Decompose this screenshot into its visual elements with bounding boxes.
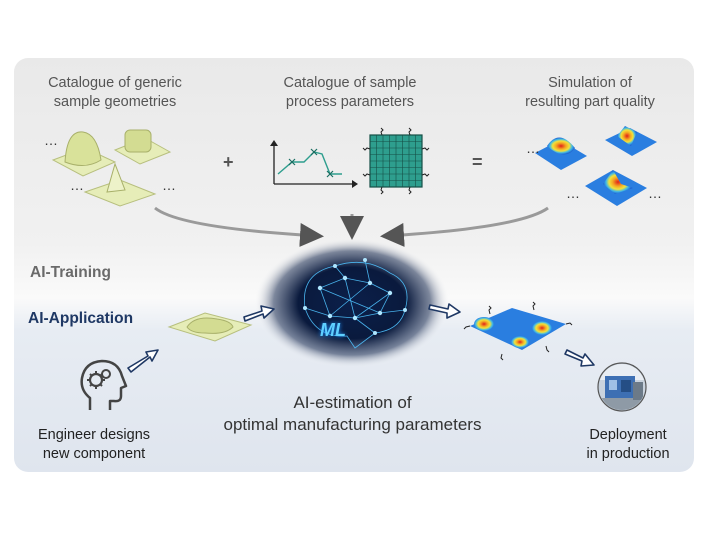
simulation-results-illustration — [535, 126, 657, 206]
simulation-ellipsis-1: … — [526, 140, 541, 156]
equals-operator: = — [472, 152, 483, 172]
simulation-ellipsis-3: … — [648, 185, 663, 201]
estimation-line1: AI-estimation of — [293, 393, 412, 412]
geometries-ellipsis-1: … — [44, 132, 59, 148]
estimation-caption: AI-estimation of optimal manufacturing p… — [200, 392, 505, 436]
geometries-ellipsis-2: … — [70, 177, 85, 193]
simulated-component-illustration — [463, 301, 573, 361]
process-curve-plot — [270, 140, 358, 188]
deployment-line2: in production — [586, 446, 670, 462]
geometries-line1: Catalogue of generic — [48, 75, 182, 91]
geometries-line2: sample geometries — [53, 94, 177, 110]
deployment-caption: Deployment in production — [568, 426, 688, 464]
simulation-ellipsis-2: … — [566, 185, 581, 201]
geometries-caption: Catalogue of generic sample geometries — [40, 74, 190, 112]
engineer-head-icon — [80, 359, 128, 410]
ml-label: ML — [320, 320, 346, 340]
simulation-line1: Simulation of — [548, 75, 632, 91]
estimation-line2: optimal manufacturing parameters — [223, 415, 482, 434]
process-caption: Catalogue of sample process parameters — [275, 74, 425, 112]
geometries-ellipsis-3: … — [162, 177, 177, 193]
production-photo — [597, 362, 647, 412]
ai-application-label: AI-Application — [28, 310, 134, 327]
process-line1: Catalogue of sample — [283, 75, 417, 91]
engineer-line1: Engineer designs — [37, 427, 151, 443]
fe-mesh-square — [362, 127, 430, 195]
deployment-line1: Deployment — [589, 427, 667, 443]
process-line2: process parameters — [285, 94, 415, 110]
engineer-line2: new component — [42, 446, 146, 462]
sample-geometries-illustration — [51, 129, 172, 207]
new-component-illustration — [167, 312, 253, 342]
ai-training-label: AI-Training — [30, 264, 111, 281]
engineer-caption: Engineer designs new component — [24, 426, 164, 464]
simulation-caption: Simulation of resulting part quality — [510, 74, 670, 112]
simulation-line2: resulting part quality — [525, 94, 655, 110]
plus-operator: + — [223, 152, 234, 172]
ml-brain-illustration — [254, 238, 450, 368]
